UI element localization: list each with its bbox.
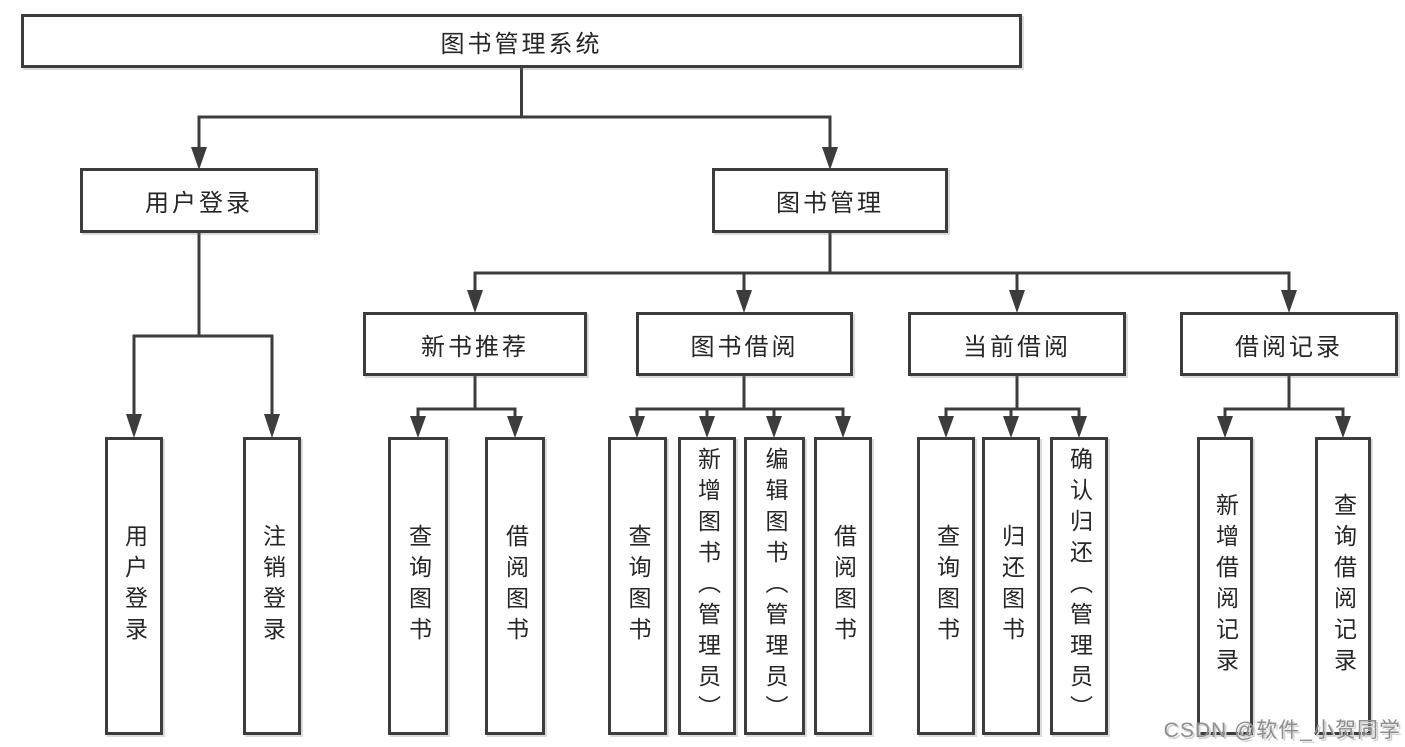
connector-root-to-level2 bbox=[191, 66, 838, 170]
node-query-books-current: 查询图书 bbox=[917, 437, 975, 735]
node-new-book-recommend: 新书推荐 bbox=[363, 312, 587, 376]
node-edit-books-admin: 编辑图书（管理员） bbox=[744, 437, 805, 735]
node-query-books-recommend: 查询图书 bbox=[388, 437, 448, 735]
node-return-books: 归还图书 bbox=[982, 437, 1040, 735]
node-current-borrowing: 当前借阅 bbox=[908, 312, 1126, 376]
node-add-borrow-record: 新增借阅记录 bbox=[1197, 437, 1253, 735]
node-confirm-return-admin: 确认归还（管理员） bbox=[1050, 437, 1108, 735]
connector-user-login-children bbox=[126, 231, 280, 438]
connector-new-book-children bbox=[410, 374, 523, 438]
node-borrowing-records: 借阅记录 bbox=[1180, 312, 1398, 376]
csdn-watermark: CSDN @软件_小贺同学 bbox=[1163, 719, 1401, 742]
connector-book-mgmt-to-level3 bbox=[467, 231, 1297, 313]
connector-borrow-record-children bbox=[1217, 374, 1351, 438]
node-book-borrowing: 图书借阅 bbox=[636, 312, 853, 376]
node-query-borrow-record: 查询借阅记录 bbox=[1315, 437, 1371, 735]
node-book-management-branch: 图书管理 bbox=[712, 168, 948, 233]
connector-book-borrow-children bbox=[629, 374, 851, 438]
node-user-login-leaf: 用户登录 bbox=[105, 437, 163, 735]
node-logout-leaf: 注销登录 bbox=[243, 437, 301, 735]
node-borrow-books-recommend: 借阅图书 bbox=[485, 437, 545, 735]
node-add-books-admin: 新增图书（管理员） bbox=[678, 437, 736, 735]
connector-current-borrow-children bbox=[938, 374, 1087, 438]
node-query-books-borrowing: 查询图书 bbox=[608, 437, 667, 735]
node-user-login-branch: 用户登录 bbox=[80, 168, 318, 233]
node-borrow-books-leaf: 借阅图书 bbox=[814, 437, 872, 735]
node-library-system: 图书管理系统 bbox=[21, 14, 1022, 68]
